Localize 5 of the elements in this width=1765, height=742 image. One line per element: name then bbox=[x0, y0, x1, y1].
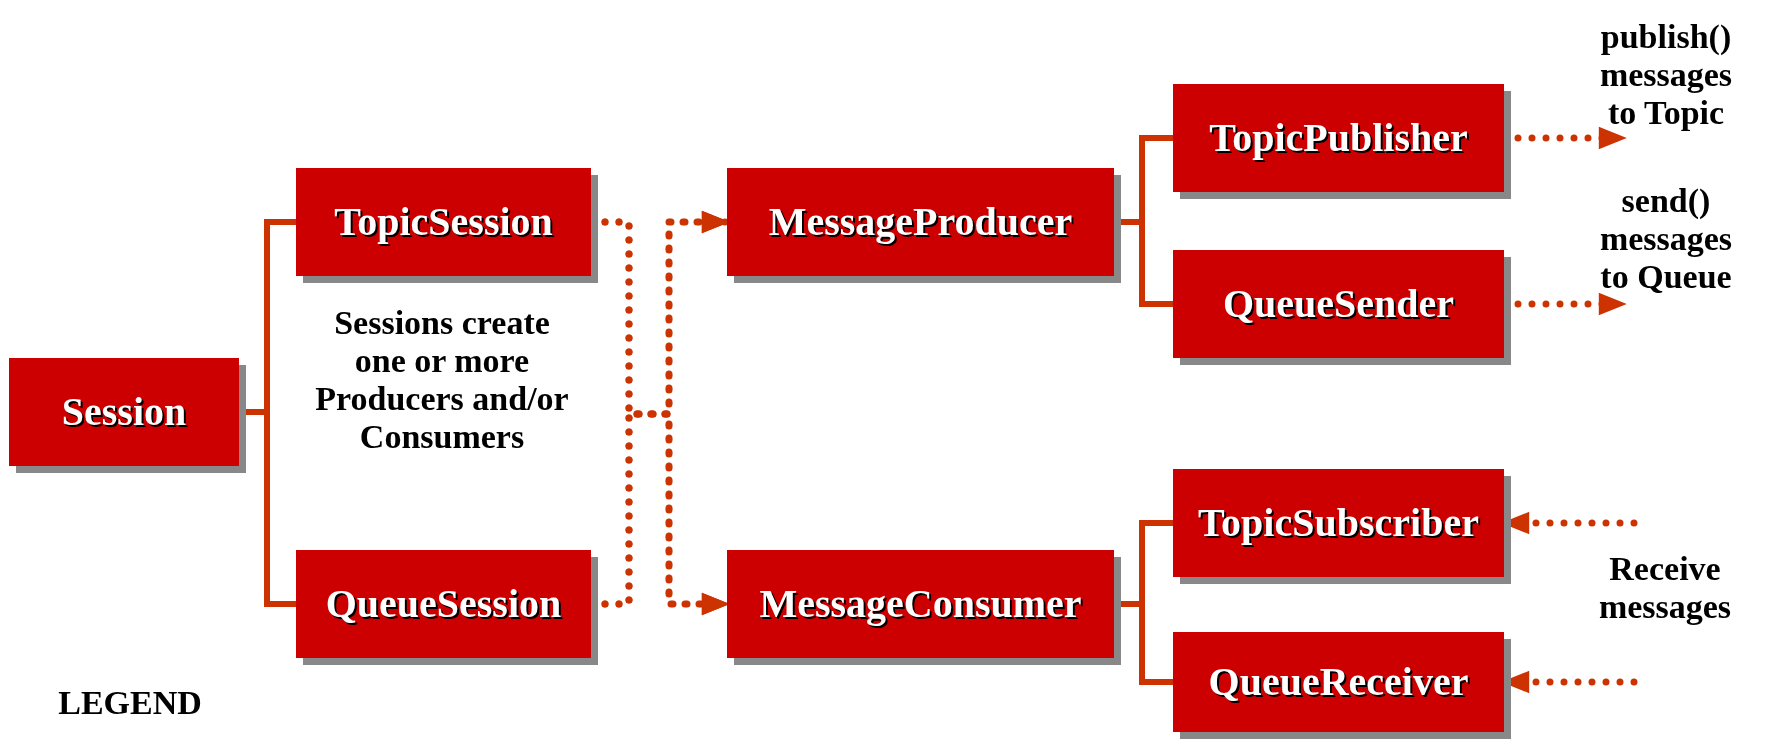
note-text: LEGEND bbox=[57, 684, 203, 723]
note-text: publish() messages to Topic bbox=[1598, 17, 1734, 132]
note-text: Receive messages bbox=[1597, 550, 1733, 627]
note-text: send() messages to Queue bbox=[1598, 181, 1734, 296]
note-text: Sessions create one or more Producers and/or Consumers bbox=[314, 304, 570, 457]
